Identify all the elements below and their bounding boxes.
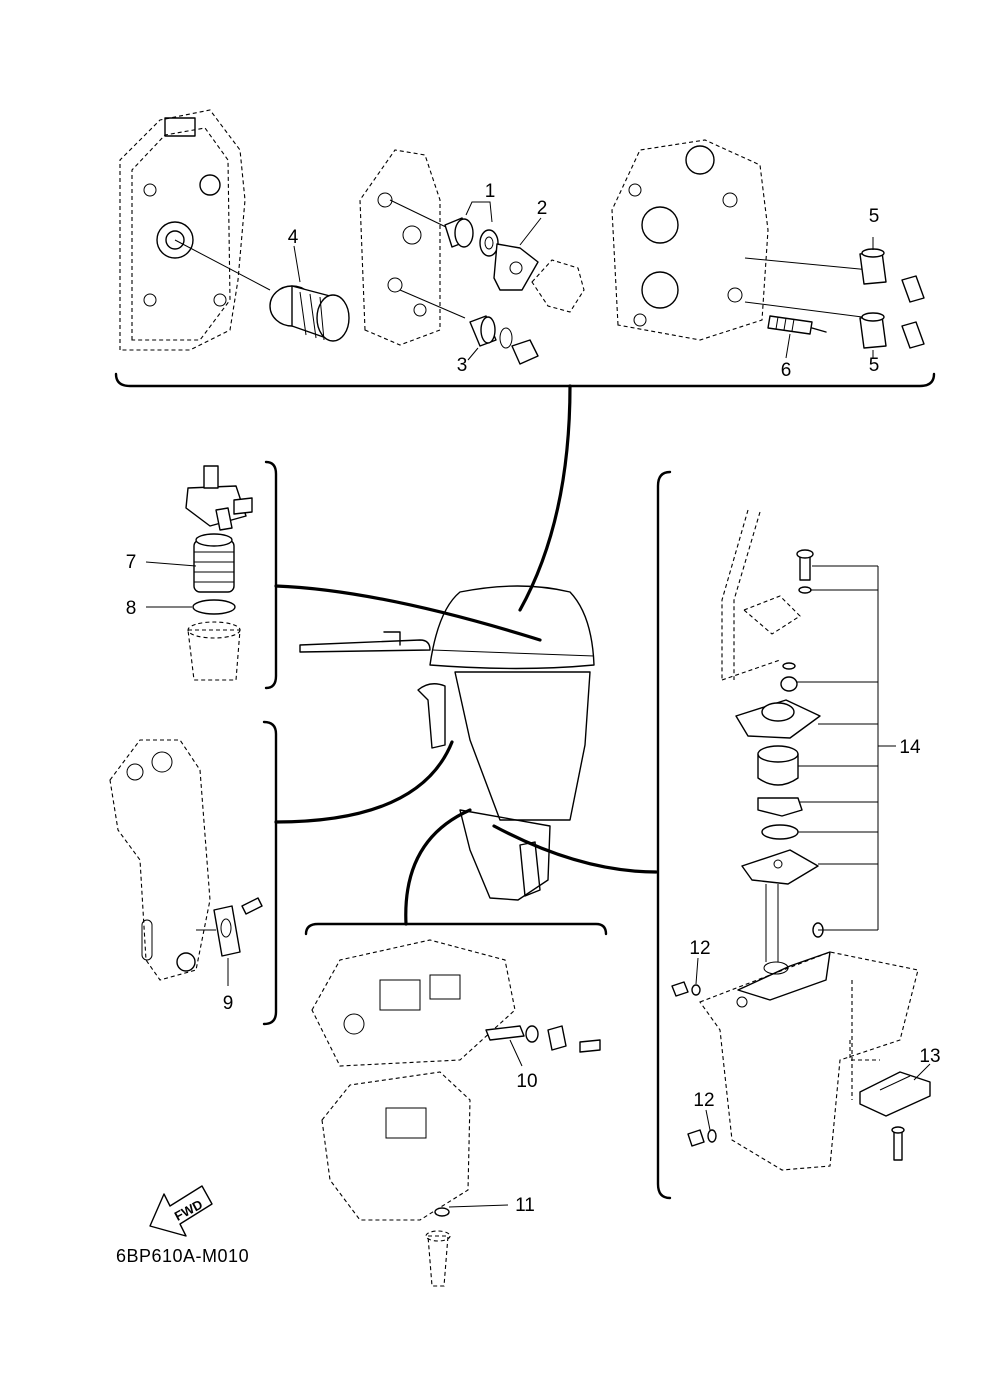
callout-6: 6 xyxy=(781,360,792,381)
leader-14 xyxy=(796,565,896,931)
outboard-motor-illustration xyxy=(299,585,595,901)
bottom-group-bracket xyxy=(304,922,608,936)
pump-o-ring xyxy=(761,824,799,840)
callout-14: 14 xyxy=(899,737,921,758)
gasket xyxy=(493,243,539,291)
fuel-filter-bracket xyxy=(264,460,278,690)
callout-labels: 1 2 3 4 5 5 6 7 8 9 10 11 12 12 13 14 xyxy=(126,181,941,1216)
bottom-cowling-group xyxy=(304,922,608,1287)
oil-pan-upper-illustration xyxy=(311,939,516,1067)
oil-pressure-part xyxy=(485,1025,601,1053)
oil-pan-lower-illustration xyxy=(321,1071,471,1221)
leader-2 xyxy=(519,217,542,246)
callout-3: 3 xyxy=(457,355,468,376)
lower-unit-bracket xyxy=(656,470,672,1200)
plug-and-gasket-upper xyxy=(671,981,701,997)
filter-cup xyxy=(187,621,241,681)
leader-7 xyxy=(145,561,197,567)
leader-12b xyxy=(705,1109,711,1131)
plug-and-gasket-lower xyxy=(687,1129,717,1147)
callout-10: 10 xyxy=(516,1071,537,1092)
clamp-bracket-bracket xyxy=(262,720,278,1026)
leader-6 xyxy=(785,333,791,359)
callout-8: 8 xyxy=(126,598,137,619)
callout-5a: 5 xyxy=(869,206,880,227)
callout-4: 4 xyxy=(288,227,299,248)
spark-plug xyxy=(767,315,827,335)
callout-12b: 12 xyxy=(693,1090,714,1111)
cowling xyxy=(429,585,595,670)
anode-upper xyxy=(859,248,925,303)
fitting-and-washer xyxy=(444,217,499,257)
top-group xyxy=(114,109,936,388)
cylinder-block-side-illustration xyxy=(359,149,466,346)
top-group-bracket xyxy=(114,372,936,388)
drain-plug-gasket xyxy=(425,1207,451,1287)
callout-7: 7 xyxy=(126,552,137,573)
oil-filter xyxy=(269,285,350,342)
leader-13 xyxy=(913,1063,931,1081)
collar-and-plug xyxy=(469,315,539,365)
lower-unit-group xyxy=(656,470,931,1200)
midsection xyxy=(454,671,591,821)
callout-1: 1 xyxy=(485,181,496,202)
fuel-filter-group xyxy=(145,460,278,690)
callout-13: 13 xyxy=(919,1046,940,1067)
leader-4 xyxy=(293,245,301,283)
thermostat-cover-illustration xyxy=(531,259,585,313)
o-ring xyxy=(192,599,236,615)
lower-unit xyxy=(459,809,551,901)
gear-case-illustration xyxy=(699,951,919,1171)
fwd-label: FWD xyxy=(172,1197,205,1224)
leader-1 xyxy=(465,201,493,223)
callout-5b: 5 xyxy=(869,355,880,376)
leader-12a xyxy=(695,957,699,985)
diagram-code: 6BP610A-M010 xyxy=(116,1246,249,1266)
leader-3 xyxy=(467,347,479,361)
callout-12a: 12 xyxy=(689,938,710,959)
water-pump-kit xyxy=(721,509,824,962)
lower-anode xyxy=(849,1040,931,1161)
trim-tab-anode xyxy=(213,897,263,957)
fuel-filter-element xyxy=(193,533,235,593)
callout-2: 2 xyxy=(537,198,548,219)
anode-lower xyxy=(859,312,925,349)
leader-11 xyxy=(448,1204,509,1208)
callout-9: 9 xyxy=(223,993,234,1014)
clamp-bracket-group xyxy=(109,720,278,1026)
fwd-arrow-icon: FWD xyxy=(149,1185,213,1237)
crankcase-illustration xyxy=(119,109,271,351)
connector-lines xyxy=(274,384,658,926)
callout-11: 11 xyxy=(515,1195,535,1216)
leader-10 xyxy=(509,1039,523,1067)
cylinder-head-illustration xyxy=(611,139,871,341)
clamp-bracket-illustration xyxy=(109,739,211,981)
